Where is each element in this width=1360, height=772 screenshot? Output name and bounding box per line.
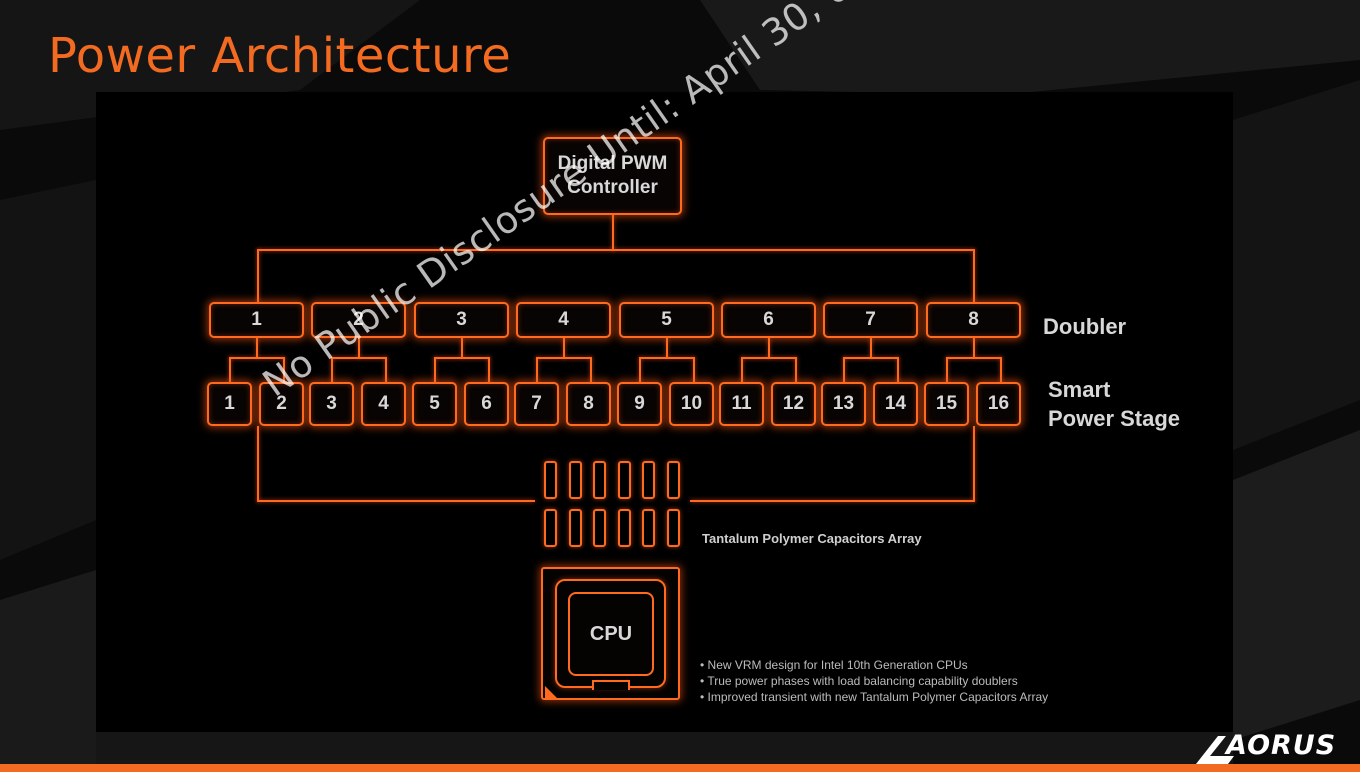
power-stage-label: Smart Power Stage (1048, 375, 1180, 433)
doubler-box: 3 (414, 302, 509, 338)
capacitor (568, 509, 582, 547)
feature-bullets: • New VRM design for Intel 10th Generati… (700, 657, 1048, 705)
cpu-corner-marker (545, 686, 557, 698)
capacitor (593, 461, 606, 499)
cpu-die: CPU (568, 592, 654, 676)
power-stage-label-line2: Power Stage (1048, 406, 1181, 431)
capacitor (666, 461, 680, 499)
power-stage-box: 12 (771, 382, 816, 426)
power-stage-box: 11 (719, 382, 764, 426)
page-title: Power Architecture (48, 28, 512, 84)
bullet-item: • True power phases with load balancing … (700, 674, 1018, 688)
aorus-logo-icon (1196, 736, 1234, 764)
doubler-box: 7 (823, 302, 918, 338)
power-stage-box: 6 (464, 382, 509, 426)
capacitor (544, 509, 557, 547)
power-stage-box: 4 (361, 382, 406, 426)
capacitor (642, 509, 655, 547)
power-stage-box: 5 (412, 382, 457, 426)
power-stage-box: 7 (514, 382, 559, 426)
capacitor-label: Tantalum Polymer Capacitors Array (702, 531, 922, 546)
capacitor (617, 509, 631, 547)
power-stage-box: 14 (873, 382, 918, 426)
power-stage-box: 8 (566, 382, 611, 426)
power-stage-box: 2 (259, 382, 304, 426)
doubler-box: 1 (209, 302, 304, 338)
power-stage-label-line1: Smart (1048, 377, 1111, 402)
doubler-box: 2 (311, 302, 406, 338)
doubler-box: 4 (516, 302, 611, 338)
power-stage-box: 15 (924, 382, 969, 426)
capacitor (593, 509, 606, 547)
power-stage-box: 16 (976, 382, 1021, 426)
power-stage-box: 13 (821, 382, 866, 426)
brand-logo-text: AORUS (1226, 730, 1337, 761)
capacitor (666, 509, 680, 547)
doubler-label: Doubler (1043, 314, 1127, 339)
capacitor (642, 461, 655, 499)
power-stage-box: 1 (207, 382, 252, 426)
capacitor (617, 461, 631, 499)
bullet-item: • Improved transient with new Tantalum P… (700, 690, 1049, 704)
cpu-notch (592, 680, 630, 690)
power-stage-box: 10 (669, 382, 714, 426)
power-stage-box: 9 (617, 382, 662, 426)
cpu-package (541, 567, 680, 700)
capacitor (568, 461, 582, 499)
bullet-item: • New VRM design for Intel 10th Generati… (700, 658, 968, 672)
doubler-box: 6 (721, 302, 816, 338)
digital-pwm-controller: Digital PWM Controller (543, 137, 682, 215)
power-stage-box: 3 (309, 382, 354, 426)
doubler-box: 8 (926, 302, 1021, 338)
bottom-accent-bar (0, 764, 1360, 772)
doubler-box: 5 (619, 302, 714, 338)
capacitor (544, 461, 557, 499)
